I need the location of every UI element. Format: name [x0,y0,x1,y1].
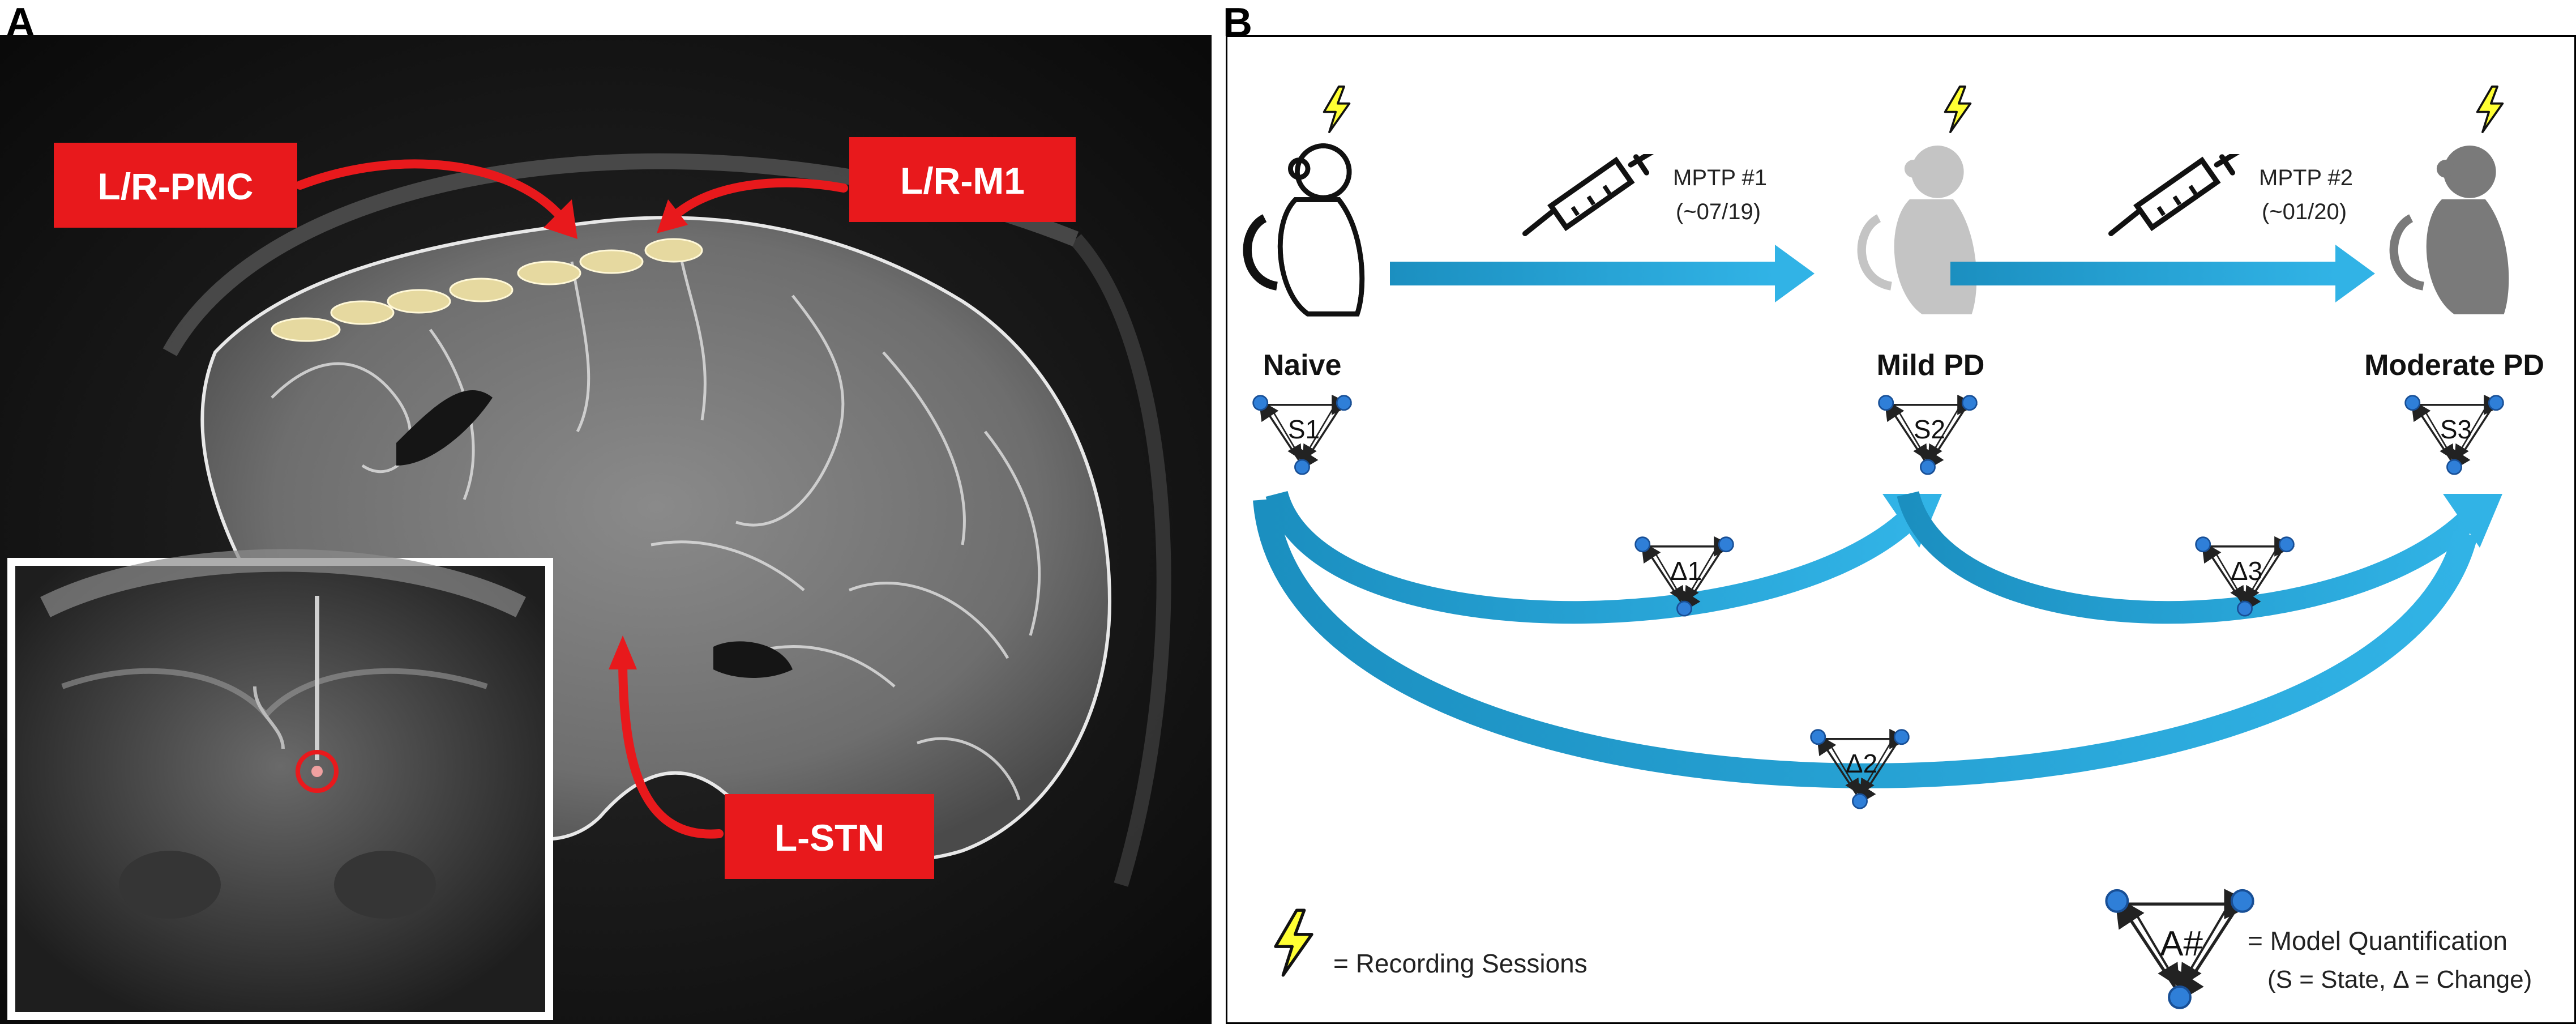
legend-model-sub: (S = State, Δ = Change) [2267,966,2532,993]
change-arrow-2 [1253,498,2478,788]
stn-target-circle [296,750,339,793]
legend-model-text: = Model Quantification [2248,926,2507,955]
stn-label: L-STN [774,817,884,859]
model-delta3: Δ3 [2196,537,2294,616]
arrow-heads [544,199,688,669]
stn-arrow [618,654,724,839]
model-s3: S3 [2406,396,2504,475]
mptp1-label: MPTP #1 [1673,165,1767,190]
timeline-arrow-2 [1950,245,2375,302]
state-moderate-pd: Moderate PD [2364,349,2544,382]
svg-text:A#: A# [2160,924,2203,963]
model-delta2: Δ2 [1811,730,1909,809]
label-arrows [296,159,848,839]
svg-text:Δ3: Δ3 [2231,556,2262,586]
mri-panel: L/R-PMC L/R-M1 L-STN [0,35,1212,1024]
mptp2-label: MPTP #2 [2259,165,2353,190]
svg-text:Δ2: Δ2 [1846,749,1877,778]
change-arrow-3 [1897,490,2502,624]
state-mild-pd: Mild PD [1877,349,1985,382]
svg-text:S1: S1 [1288,415,1320,444]
stn-label-box [725,794,934,879]
model-s2: S2 [1879,396,1977,475]
state-naive: Naive [1263,349,1342,382]
timeline-arrow-1 [1390,245,1815,302]
model-delta1: Δ1 [1636,537,1734,616]
legend-recording: = Recording Sessions [1333,949,1587,978]
svg-text:Δ1: Δ1 [1670,556,1702,586]
skull-arc-back [1070,234,1171,887]
m1-arrow [669,178,848,221]
motor-cortex-roi [271,238,703,342]
m1-label: L/R-M1 [900,160,1025,202]
experimental-timeline-diagram: MPTP #1 (~07/19) MPTP #2 (~01/20) Naive … [1226,35,2576,1024]
legend-model-symbol: A# [2106,890,2253,1008]
svg-text:S3: S3 [2440,415,2472,444]
pmc-label: L/R-PMC [98,165,254,207]
sulci [396,390,793,678]
svg-text:S2: S2 [1914,415,1945,444]
mptp2-date: (~01/20) [2262,199,2347,224]
mptp1-date: (~07/19) [1676,199,1761,224]
model-s1: S1 [1253,396,1351,475]
coronal-inset [7,549,553,1020]
m1-label-box [849,137,1076,222]
pmc-arrow [296,159,565,221]
pmc-label-box [54,143,297,228]
